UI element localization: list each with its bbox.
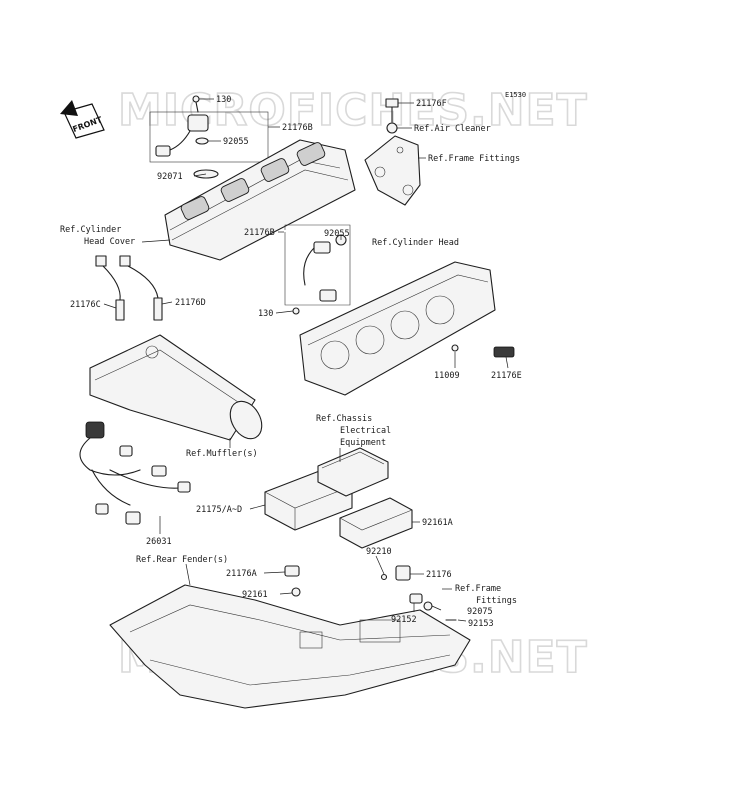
callout-ref-chassis-2: Electrical [340,426,391,436]
callout-92055-mid: 92055 [324,229,350,239]
callout-92161: 92161 [242,590,268,600]
callout-ref-cylinder-head: Ref.Cylinder Head [372,238,459,248]
callout-130-mid: 130 [258,309,273,319]
callout-21175: 21175/A~D [196,505,242,515]
callout-21176b-mid: 21176B [244,228,275,238]
cylinder-head-cover [164,139,356,261]
muffler [89,334,263,441]
callout-11009: 11009 [434,371,460,381]
callout-ref-frame-fittings-bot-1: Ref.Frame [455,584,501,594]
callout-ref-mufflers: Ref.Muffler(s) [186,449,258,459]
wiring-harness [79,421,191,525]
small-sensors-lower [284,565,457,621]
callout-92153: 92153 [468,619,494,629]
callout-130-top: 130 [216,95,231,105]
callout-92075: 92075 [467,607,493,617]
callout-ref-rear-fenders: Ref.Rear Fender(s) [136,555,228,565]
callout-92152: 92152 [391,615,417,625]
callout-ref-frame-fittings-top: Ref.Frame Fittings [428,154,520,164]
callout-92210: 92210 [366,547,392,557]
callout-92055-top: 92055 [223,137,249,147]
callout-ref-cylinder-head-cover-1: Ref.Cylinder [60,225,121,235]
rear-fender [109,584,471,709]
callout-92071: 92071 [157,172,183,182]
callout-21176c: 21176C [70,300,101,310]
callout-ref-chassis-1: Ref.Chassis [316,414,372,424]
callout-ref-chassis-3: Equipment [340,438,386,448]
callout-ref-frame-fittings-bot-2: Fittings [476,596,517,606]
callout-21176: 21176 [426,570,452,580]
callout-21176b-top: 21176B [282,123,313,133]
callout-26031: 26031 [146,537,172,547]
callouts: 130 21176F 21176B 92055 92071 Ref.Air Cl… [60,95,522,629]
callout-21176d: 21176D [175,298,206,308]
sensor-21176b-mid [284,224,351,315]
callout-21176f: 21176F [416,99,447,109]
callout-ref-cylinder-head-cover-2: Head Cover [84,237,135,247]
cylinder-head [299,261,515,396]
callout-21176a: 21176A [226,569,257,579]
callout-21176e: 21176E [491,371,522,381]
front-arrow-icon: FRONT [60,100,105,139]
callout-92161a: 92161A [422,518,453,528]
callout-ref-air-cleaner: Ref.Air Cleaner [414,124,491,134]
ecu-modules [264,447,413,549]
o2-sensors [95,255,163,321]
diagram-code: E1530 [505,91,526,99]
leader-lines [103,98,509,622]
